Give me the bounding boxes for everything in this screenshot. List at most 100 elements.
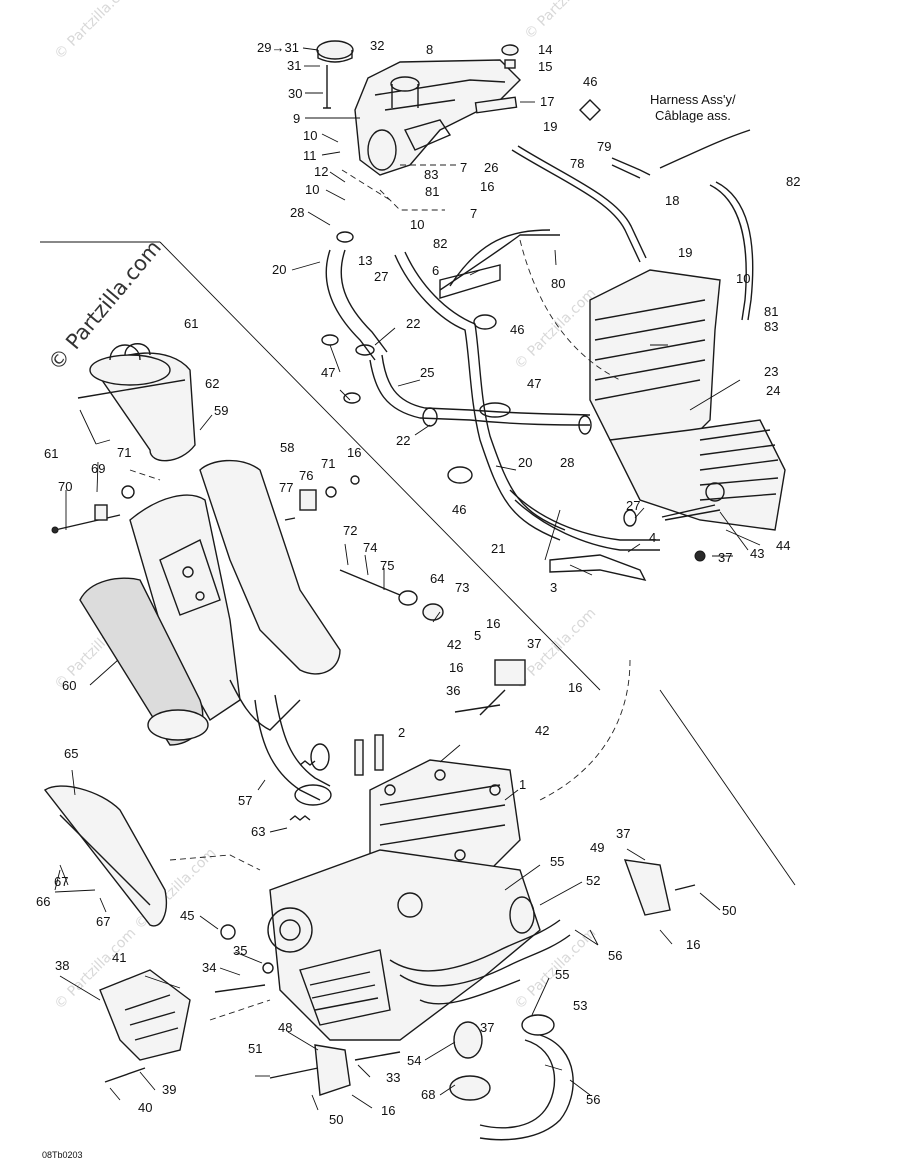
watermark-faint: © Partzilla.com	[512, 285, 600, 373]
callout-42: 42	[535, 723, 549, 738]
long-hose	[514, 499, 660, 551]
spacer	[504, 59, 516, 69]
long-hose	[509, 489, 660, 541]
callout-68: 68	[421, 1087, 435, 1102]
callout-83: 83	[424, 167, 438, 182]
callout-63: 63	[251, 824, 265, 839]
callout-16: 16	[486, 616, 500, 631]
callout-33: 33	[386, 1070, 400, 1085]
callout-37: 37	[527, 636, 541, 651]
callout-10: 10	[305, 182, 319, 197]
callout-19: 19	[543, 119, 557, 134]
callout-16: 16	[449, 660, 463, 675]
callout-16: 16	[381, 1103, 395, 1118]
pipe	[549, 554, 647, 582]
bypass-hose	[404, 251, 566, 531]
callout-82: 82	[433, 236, 447, 251]
callout-57: 57	[238, 793, 252, 808]
callout-71: 71	[117, 445, 131, 460]
callout-15: 15	[538, 59, 552, 74]
exhaust-outlet-pipe	[479, 1034, 574, 1141]
callout-55: 55	[555, 967, 569, 982]
callout-16: 16	[686, 937, 700, 952]
callout-29-31: 29→31	[257, 40, 299, 55]
mounting-bracket	[314, 1044, 351, 1096]
spark-plug	[374, 734, 384, 771]
callout-67: 67	[96, 914, 110, 929]
callout-60: 60	[62, 678, 76, 693]
callout-70: 70	[58, 479, 72, 494]
callout-11: 11	[303, 148, 317, 163]
callout-24: 24	[766, 383, 780, 398]
exhaust-manifold	[419, 979, 521, 1005]
breather-hose	[517, 145, 647, 259]
coolant-tube	[381, 354, 591, 416]
resonator-cap	[449, 1075, 491, 1101]
callout-62: 62	[205, 376, 219, 391]
callout-76: 76	[299, 468, 313, 483]
callout-30: 30	[288, 86, 302, 101]
callout-32: 32	[370, 38, 384, 53]
callout-20: 20	[272, 262, 286, 277]
callout-27: 27	[626, 498, 640, 513]
separator-line	[659, 689, 796, 886]
watermark-faint: © Partzilla.com	[52, 0, 140, 63]
callout-79: 79	[597, 139, 611, 154]
callout-61: 61	[44, 446, 58, 461]
callout-7: 7	[470, 206, 477, 221]
watermark-faint: © Partzilla.com	[522, 0, 610, 43]
callout-69: 69	[91, 461, 105, 476]
exhaust-pipe	[254, 699, 321, 801]
callout-49: 49	[590, 840, 604, 855]
callout-13: 13	[358, 253, 372, 268]
callout-65: 65	[64, 746, 78, 761]
callout-21: 21	[491, 541, 505, 556]
flange	[509, 896, 535, 934]
callout-56: 56	[586, 1092, 600, 1107]
callout-22: 22	[406, 316, 420, 331]
callout-10: 10	[736, 271, 750, 286]
callout-77: 77	[279, 480, 293, 495]
callout-71: 71	[321, 456, 335, 471]
callout-55: 55	[550, 854, 564, 869]
callout-31: 31	[287, 58, 301, 73]
callout-42: 42	[447, 637, 461, 652]
callout-5: 5	[474, 628, 481, 643]
exhaust-pipe	[274, 694, 331, 787]
callout-7: 7	[460, 160, 467, 175]
hose-clamps	[321, 231, 637, 527]
engine-block	[589, 269, 786, 531]
callout-34: 34	[202, 960, 216, 975]
callout-44: 44	[776, 538, 790, 553]
vent-hose	[715, 181, 754, 321]
harness-note-line2: Câblage ass.	[655, 108, 731, 123]
heat-shield-upper	[43, 785, 167, 927]
callout-81: 81	[764, 304, 778, 319]
callout-25: 25	[420, 365, 434, 380]
callout-56: 56	[608, 948, 622, 963]
callout-28: 28	[560, 455, 574, 470]
callout-82: 82	[786, 174, 800, 189]
callout-46: 46	[583, 74, 597, 89]
callout-67: 67	[54, 874, 68, 889]
coolant-hose	[340, 249, 388, 353]
assembly-dash-lines	[129, 164, 631, 1021]
callout-36: 36	[446, 683, 460, 698]
callout-2: 2	[398, 725, 405, 740]
callout-10: 10	[410, 217, 424, 232]
callout-48: 48	[278, 1020, 292, 1035]
callout-16: 16	[568, 680, 582, 695]
exhaust-manifold	[389, 919, 561, 972]
throttle-cable	[439, 234, 560, 291]
callout-73: 73	[455, 580, 469, 595]
callout-12: 12	[314, 164, 328, 179]
callout-45: 45	[180, 908, 194, 923]
callout-50: 50	[329, 1112, 343, 1127]
callout-20: 20	[518, 455, 532, 470]
callout-64: 64	[430, 571, 444, 586]
mounting-bracket	[623, 859, 671, 916]
coolant-hose	[325, 249, 376, 361]
grommet	[501, 44, 519, 56]
air-intake-silencer	[354, 59, 521, 176]
